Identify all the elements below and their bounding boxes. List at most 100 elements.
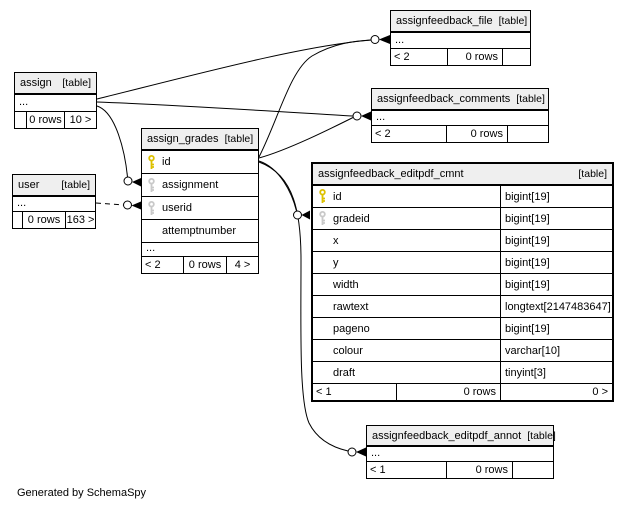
column-row-pageno: pageno bigint[19] bbox=[313, 317, 612, 339]
table-type-label: [table] bbox=[498, 15, 528, 27]
table-header-assignfeedback-comments[interactable]: assignfeedback_comments [table] bbox=[372, 89, 548, 110]
generated-by-note: Generated by SchemaSpy bbox=[17, 487, 147, 499]
relationship-line-user-assign-grades bbox=[95, 202, 124, 206]
footer-rows-cell: 0 rows bbox=[183, 257, 226, 273]
foreign-key-icon bbox=[142, 200, 162, 216]
table-type-label: [table] bbox=[62, 77, 91, 89]
table-assign-grades[interactable]: assign_grades [table] id assignment bbox=[141, 128, 259, 274]
column-row-rawtext: rawtext longtext[2147483647] bbox=[313, 295, 612, 317]
footer-prev-cell bbox=[15, 112, 26, 128]
column-type: tinyint[3] bbox=[500, 362, 612, 383]
table-name: assignfeedback_editpdf_annot bbox=[372, 429, 522, 442]
relationship-line-assign-grades-cmnt bbox=[258, 160, 297, 212]
footer-prev-cell[interactable]: < 2 bbox=[394, 51, 410, 63]
table-user[interactable]: user [table] ... 0 rows 163 > bbox=[12, 174, 96, 229]
connector-arrow-annot bbox=[356, 447, 366, 457]
relationship-line-assign-assign-grades bbox=[96, 105, 128, 178]
footer-prev-cell[interactable]: < 2 bbox=[145, 259, 161, 271]
footer-prev-cell[interactable]: < 1 bbox=[316, 386, 332, 398]
footer-rows-cell: 0 rows bbox=[446, 462, 512, 478]
primary-key-icon bbox=[313, 189, 333, 204]
table-header-assign[interactable]: assign [table] bbox=[15, 73, 96, 94]
column-name: pageno bbox=[333, 322, 370, 335]
table-assignfeedback-file[interactable]: assignfeedback_file [table] ... < 2 0 ro… bbox=[390, 10, 531, 66]
footer-next-cell[interactable]: 4 > bbox=[226, 257, 258, 273]
table-footer: < 2 0 rows bbox=[391, 48, 530, 65]
table-assignfeedback-editpdf-cmnt[interactable]: assignfeedback_editpdf_cmnt [table] id b… bbox=[311, 162, 614, 402]
table-footer: < 2 0 rows 4 > bbox=[142, 256, 258, 273]
column-name: attemptnumber bbox=[162, 225, 236, 237]
column-type: bigint[19] bbox=[500, 208, 612, 229]
column-type: bigint[19] bbox=[500, 186, 612, 207]
column-name: x bbox=[333, 234, 339, 247]
table-assignfeedback-editpdf-annot[interactable]: assignfeedback_editpdf_annot [table] ...… bbox=[366, 425, 556, 479]
table-type-label: [table] bbox=[527, 429, 556, 442]
relationship-line-assign-comments bbox=[96, 101, 354, 117]
column-row-width: width bigint[19] bbox=[313, 273, 612, 295]
hidden-columns-row: ... bbox=[13, 196, 95, 211]
connector-circle-assignment bbox=[123, 176, 133, 186]
column-name: gradeid bbox=[333, 212, 370, 225]
footer-rows-cell: 0 rows bbox=[22, 212, 65, 228]
connector-arrow-gradeid bbox=[301, 210, 310, 220]
connector-circle-annot bbox=[347, 447, 357, 457]
table-footer: < 2 0 rows bbox=[372, 125, 548, 142]
column-row-y: y bigint[19] bbox=[313, 251, 612, 273]
foreign-key-icon bbox=[142, 177, 162, 193]
hidden-columns-row: ... bbox=[391, 32, 530, 48]
footer-next-cell[interactable]: 163 > bbox=[65, 212, 95, 228]
footer-rows-cell: 0 rows bbox=[447, 49, 502, 65]
footer-next-cell bbox=[512, 462, 553, 478]
column-name: id bbox=[162, 156, 171, 168]
table-assign[interactable]: assign [table] ... 0 rows 10 > bbox=[14, 72, 97, 129]
column-type: varchar[10] bbox=[500, 340, 612, 361]
column-type: longtext[2147483647] bbox=[500, 296, 612, 317]
table-footer: 0 rows 10 > bbox=[15, 111, 96, 128]
column-type: bigint[19] bbox=[500, 230, 612, 251]
connector-arrow-comments bbox=[361, 111, 371, 121]
column-row-id: id bbox=[142, 150, 258, 173]
hidden-columns-row: ... bbox=[15, 94, 96, 111]
column-name: userid bbox=[162, 202, 192, 214]
table-type-label: [table] bbox=[578, 168, 607, 180]
table-type-label: [table] bbox=[61, 179, 90, 191]
column-name: width bbox=[333, 278, 359, 291]
table-header-assignfeedback-file[interactable]: assignfeedback_file [table] bbox=[391, 11, 530, 32]
column-row-id: id bigint[19] bbox=[313, 185, 612, 207]
connector-arrow-assignment bbox=[132, 178, 141, 187]
table-name: assign_grades bbox=[147, 133, 219, 145]
footer-next-cell[interactable]: 10 > bbox=[64, 112, 96, 128]
column-type: bigint[19] bbox=[500, 252, 612, 273]
connector-arrow-userid bbox=[131, 201, 141, 210]
column-type: bigint[19] bbox=[500, 318, 612, 339]
column-name: y bbox=[333, 256, 339, 269]
table-footer: 0 rows 163 > bbox=[13, 211, 95, 228]
connector-circle-comments bbox=[352, 111, 362, 121]
table-name: assignfeedback_editpdf_cmnt bbox=[318, 168, 464, 180]
column-name: rawtext bbox=[333, 300, 369, 313]
column-type: bigint[19] bbox=[500, 274, 612, 295]
table-footer: < 1 0 rows bbox=[367, 461, 553, 478]
footer-rows-cell: 0 rows bbox=[396, 384, 500, 400]
column-row-userid: userid bbox=[142, 196, 258, 219]
table-assignfeedback-comments[interactable]: assignfeedback_comments [table] ... < 2 … bbox=[371, 88, 549, 143]
relationship-line-assign-grades-file bbox=[258, 39, 372, 158]
table-header-assignfeedback-editpdf-annot[interactable]: assignfeedback_editpdf_annot [table] bbox=[367, 426, 556, 446]
table-header-assignfeedback-editpdf-cmnt[interactable]: assignfeedback_editpdf_cmnt [table] bbox=[313, 164, 612, 185]
table-type-label: [table] bbox=[516, 93, 545, 105]
footer-prev-cell[interactable]: < 2 bbox=[375, 128, 391, 140]
foreign-key-icon bbox=[313, 211, 333, 226]
footer-prev-cell[interactable]: < 1 bbox=[370, 464, 386, 476]
footer-rows-cell: 0 rows bbox=[446, 126, 507, 142]
table-header-user[interactable]: user [table] bbox=[13, 175, 95, 196]
connector-circle-gradeid bbox=[293, 210, 302, 220]
table-footer: < 1 0 rows 0 > bbox=[313, 383, 612, 400]
footer-next-cell[interactable]: 0 > bbox=[500, 384, 612, 400]
column-row-attemptnumber: attemptnumber bbox=[142, 219, 258, 242]
relationship-line-assign-file bbox=[96, 39, 372, 100]
table-header-assign-grades[interactable]: assign_grades [table] bbox=[142, 129, 258, 150]
table-type-label: [table] bbox=[224, 133, 254, 145]
table-name: assignfeedback_comments bbox=[377, 93, 511, 105]
column-row-gradeid: gradeid bigint[19] bbox=[313, 207, 612, 229]
